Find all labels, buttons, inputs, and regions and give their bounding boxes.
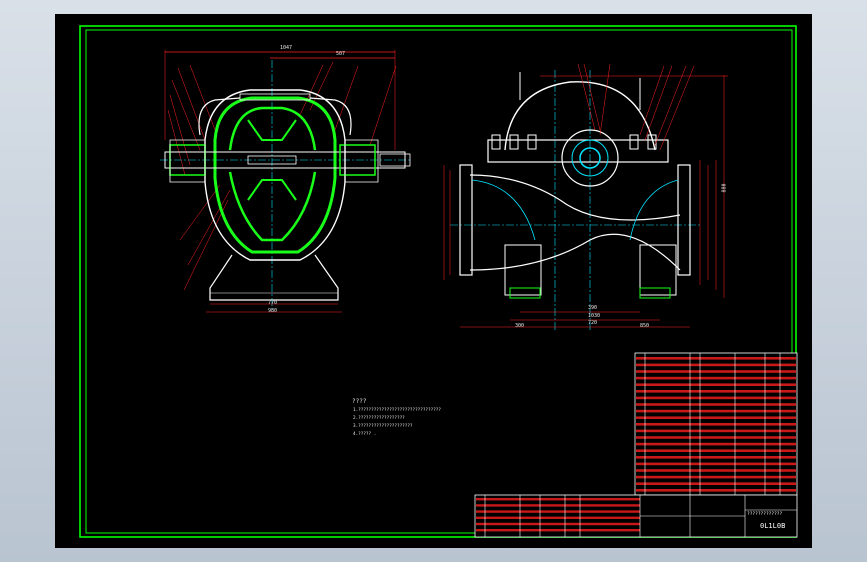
dim-side-overall-left: 300 [515, 323, 525, 329]
dim-side-2: 1030 [588, 313, 601, 319]
parts-list-row [636, 376, 796, 380]
dim-side-3: 720 [588, 320, 598, 326]
parts-list-row [636, 489, 796, 492]
front-section-view [160, 50, 412, 313]
parts-list-row [636, 390, 796, 393]
parts-list-row [636, 442, 796, 446]
dim-base-inner: 770 [268, 300, 278, 306]
side-view [443, 63, 728, 330]
parts-list-row [636, 403, 796, 406]
tech-note-4: 4.????? . [353, 432, 377, 437]
parts-list-row [636, 357, 796, 360]
parts-list-row [636, 436, 796, 439]
dim-front-partial: 507 [336, 51, 346, 57]
dim-side-overall-right: 850 [640, 323, 650, 329]
dim-side-height: 880 [721, 183, 728, 193]
parts-list-row [636, 383, 796, 386]
parts-list-row [636, 396, 796, 400]
title-block-subtext: ????????????? [747, 512, 783, 517]
parts-list-row [636, 482, 796, 485]
parts-list-row [636, 475, 796, 479]
title-block-row [476, 516, 640, 519]
title-block-row [476, 498, 640, 501]
tech-note-1: 1.???????????????????????????????? [353, 408, 441, 413]
parts-list-row [636, 409, 796, 413]
parts-list-row [636, 370, 796, 373]
title-block-row [476, 522, 640, 526]
parts-list-row [636, 363, 796, 367]
title-block-row [476, 504, 640, 507]
tech-note-2: 2.?????????????????? [353, 416, 405, 421]
parts-list-row [636, 423, 796, 426]
title-block-row [476, 529, 640, 532]
inner-border [85, 29, 793, 534]
title-block-row [476, 510, 640, 513]
dim-base-outer: 980 [268, 308, 278, 314]
parts-list-row [636, 462, 796, 466]
dim-side-1: 390 [588, 305, 598, 311]
tech-note-3: 3.????????????????????? [353, 424, 413, 429]
parts-list-row [636, 449, 796, 452]
parts-list-row [636, 429, 796, 433]
title-block [474, 494, 798, 538]
tech-requirements-title: ???? [352, 398, 367, 405]
drawing-number: 0L1L0B [760, 522, 786, 530]
parts-list-table [634, 352, 798, 496]
parts-list-row [636, 456, 796, 459]
dim-front-overall: 1047 [280, 45, 293, 51]
outer-border [79, 25, 797, 538]
parts-list-row [636, 469, 796, 472]
parts-list-row [636, 416, 796, 419]
